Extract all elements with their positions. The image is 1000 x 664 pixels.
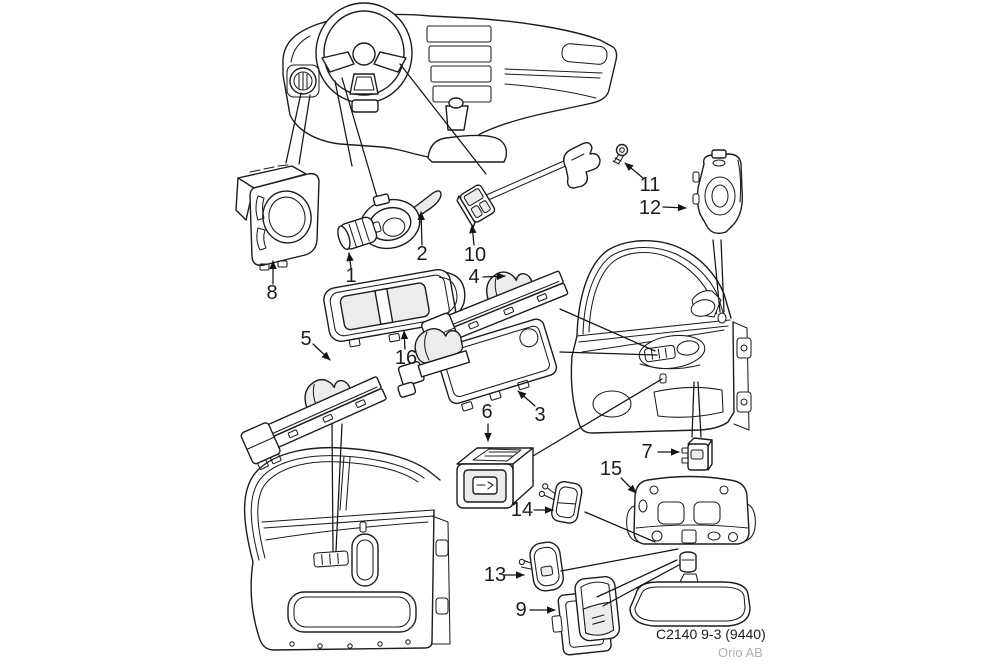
part-11-screw — [612, 143, 629, 165]
callout-15: 15 — [599, 458, 623, 480]
callout-4: 4 — [468, 266, 480, 288]
callout-8: 8 — [266, 282, 278, 304]
location-leader-lines — [331, 239, 725, 607]
console-knob — [679, 551, 697, 573]
part-8-headlight-switch — [235, 164, 320, 271]
dashboard-illustration — [282, 2, 618, 163]
rear-door-illustration — [243, 446, 451, 651]
diagram-code: C2140 9-3 (9440) — [656, 626, 766, 642]
headlight-switch-location — [286, 64, 320, 98]
part-6-switch — [456, 447, 534, 509]
part-1-connector — [337, 216, 382, 250]
callout-14: 14 — [510, 499, 534, 521]
part-5-window-switch — [232, 357, 393, 472]
dashboard-leader-lines — [285, 63, 487, 198]
part-16-console-tray — [323, 268, 466, 348]
part-3-switch-pack — [397, 318, 558, 412]
callout-1: 1 — [345, 265, 357, 287]
part-9-rocker-switch — [551, 576, 621, 656]
part-13-switch — [518, 541, 565, 592]
callout-10: 10 — [463, 244, 487, 266]
callout-6: 6 — [481, 401, 493, 423]
callout-12: 12 — [638, 197, 662, 219]
callout-9: 9 — [515, 599, 527, 621]
part-7-switch — [681, 437, 713, 471]
part-15-roof-console — [626, 475, 756, 573]
gear-lever — [445, 97, 469, 131]
callout-11: 11 — [639, 174, 661, 196]
rear-view-mirror — [629, 573, 751, 627]
callout-13: 13 — [483, 564, 507, 586]
callout-5: 5 — [300, 328, 312, 350]
steering-wheel — [315, 2, 413, 113]
callout-16: 16 — [394, 347, 418, 369]
mounting-clamp — [563, 141, 601, 189]
callout-arrows — [269, 162, 687, 614]
seat-outline — [427, 134, 508, 163]
callout-2: 2 — [416, 243, 428, 265]
brand-watermark: Orio AB — [718, 645, 763, 660]
callout-3: 3 — [534, 404, 546, 426]
front-door-illustration — [570, 240, 752, 434]
part-12-mirror-switch — [692, 149, 744, 235]
callout-7: 7 — [641, 441, 653, 463]
part-14-switch — [538, 480, 583, 524]
